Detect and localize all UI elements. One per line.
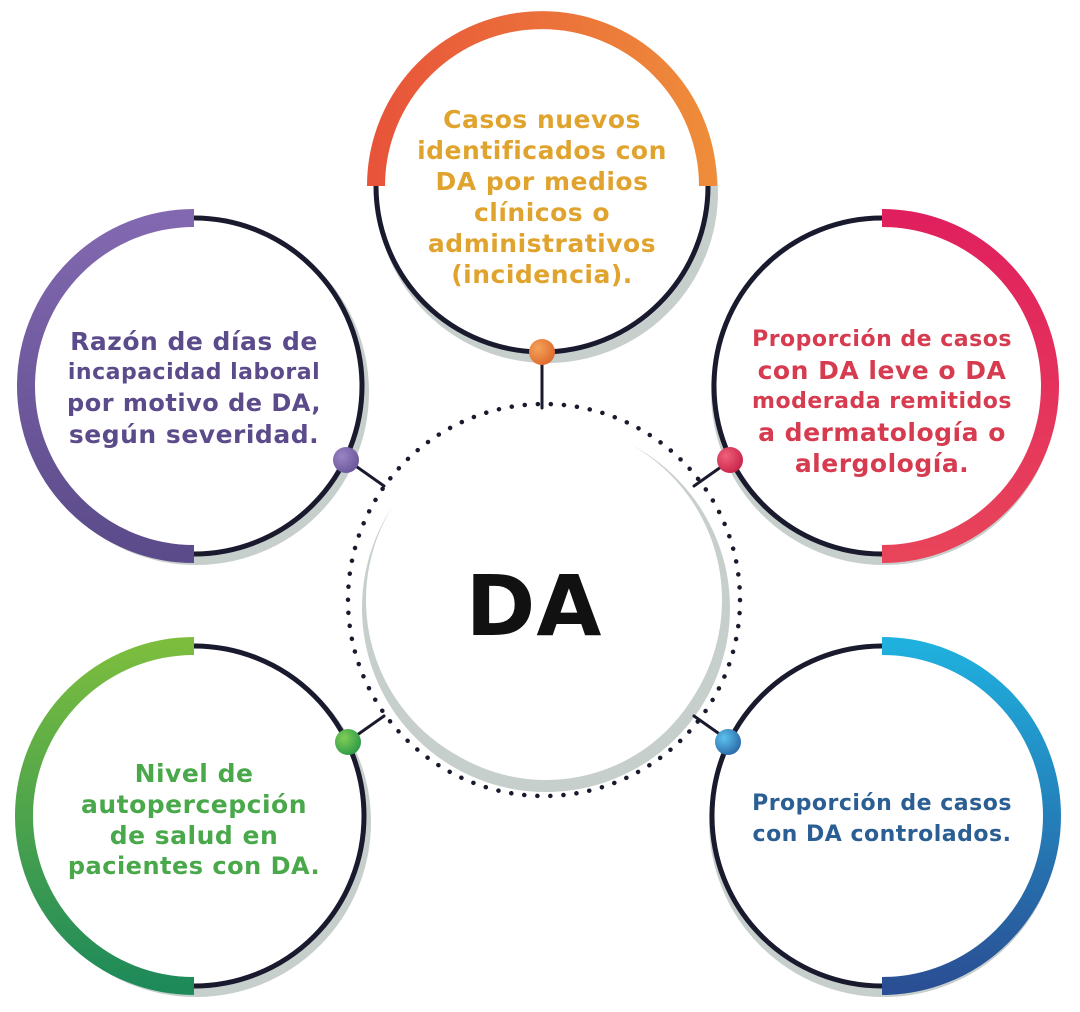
node-right-line: Proporción de casos	[752, 327, 1012, 352]
node-top-line: identificados con	[417, 136, 667, 165]
node-top-line: Casos nuevos	[443, 105, 641, 134]
node-bottom-right-connector-dot	[715, 729, 741, 755]
node-right-text: Proporción de casos con DA leve o DA mod…	[752, 324, 1012, 479]
node-right-line: con DA leve o DA	[757, 356, 1007, 385]
node-right-line: alergología.	[794, 449, 970, 478]
node-bottom-right-line: con DA controlados.	[752, 822, 1012, 847]
node-left-line: incapacidad laboral	[67, 360, 321, 385]
node-bottom-left-line: pacientes con DA.	[67, 852, 321, 880]
node-right-accent-arc	[881, 209, 1059, 563]
node-top-line: clínicos o	[473, 198, 611, 227]
node-top-line: DA por medios	[435, 167, 649, 196]
node-top-connector-dot	[529, 339, 555, 365]
node-right	[711, 209, 1059, 565]
node-bottom-left	[15, 637, 371, 997]
node-top-line: (incidencia).	[451, 260, 633, 289]
center-dotted-ring	[345, 401, 743, 799]
node-left-line: Razón de días de	[70, 327, 318, 356]
node-bottom-left-accent-arc	[15, 637, 195, 995]
node-bottom-right-accent-arc	[881, 637, 1061, 995]
node-right-line: a dermatología o	[758, 418, 1006, 447]
node-left-line: por motivo de DA,	[67, 389, 321, 417]
node-left	[17, 209, 369, 565]
node-top	[367, 11, 718, 365]
node-left-text: Razón de días de incapacidad laboral por…	[64, 326, 324, 450]
node-bottom-left-connector-dot	[335, 729, 361, 755]
node-left-accent-arc	[17, 209, 195, 563]
node-right-connector-dot	[717, 447, 743, 473]
center-hub-disc	[366, 422, 722, 778]
node-bottom-left-line: de salud en	[109, 821, 279, 850]
node-left-line: según severidad.	[68, 420, 320, 449]
center-hub	[345, 401, 743, 799]
node-left-connector-dot	[333, 447, 359, 473]
node-bottom-left-text: Nivel de autopercepción de salud en paci…	[64, 758, 324, 882]
node-bottom-right	[709, 637, 1061, 997]
node-bottom-right-line: Proporción de casos	[752, 791, 1012, 816]
node-top-text: Casos nuevos identificados con DA por me…	[412, 104, 672, 290]
node-bottom-right-text: Proporción de casos con DA controlados.	[752, 788, 1012, 850]
node-top-line: administrativos	[427, 229, 657, 258]
node-top-accent-arc	[367, 11, 717, 187]
center-label: DA	[465, 557, 603, 655]
node-right-line: moderada remitidos	[752, 389, 1012, 414]
node-bottom-left-line: Nivel de	[134, 759, 254, 788]
node-bottom-left-line: autopercepción	[80, 790, 307, 819]
